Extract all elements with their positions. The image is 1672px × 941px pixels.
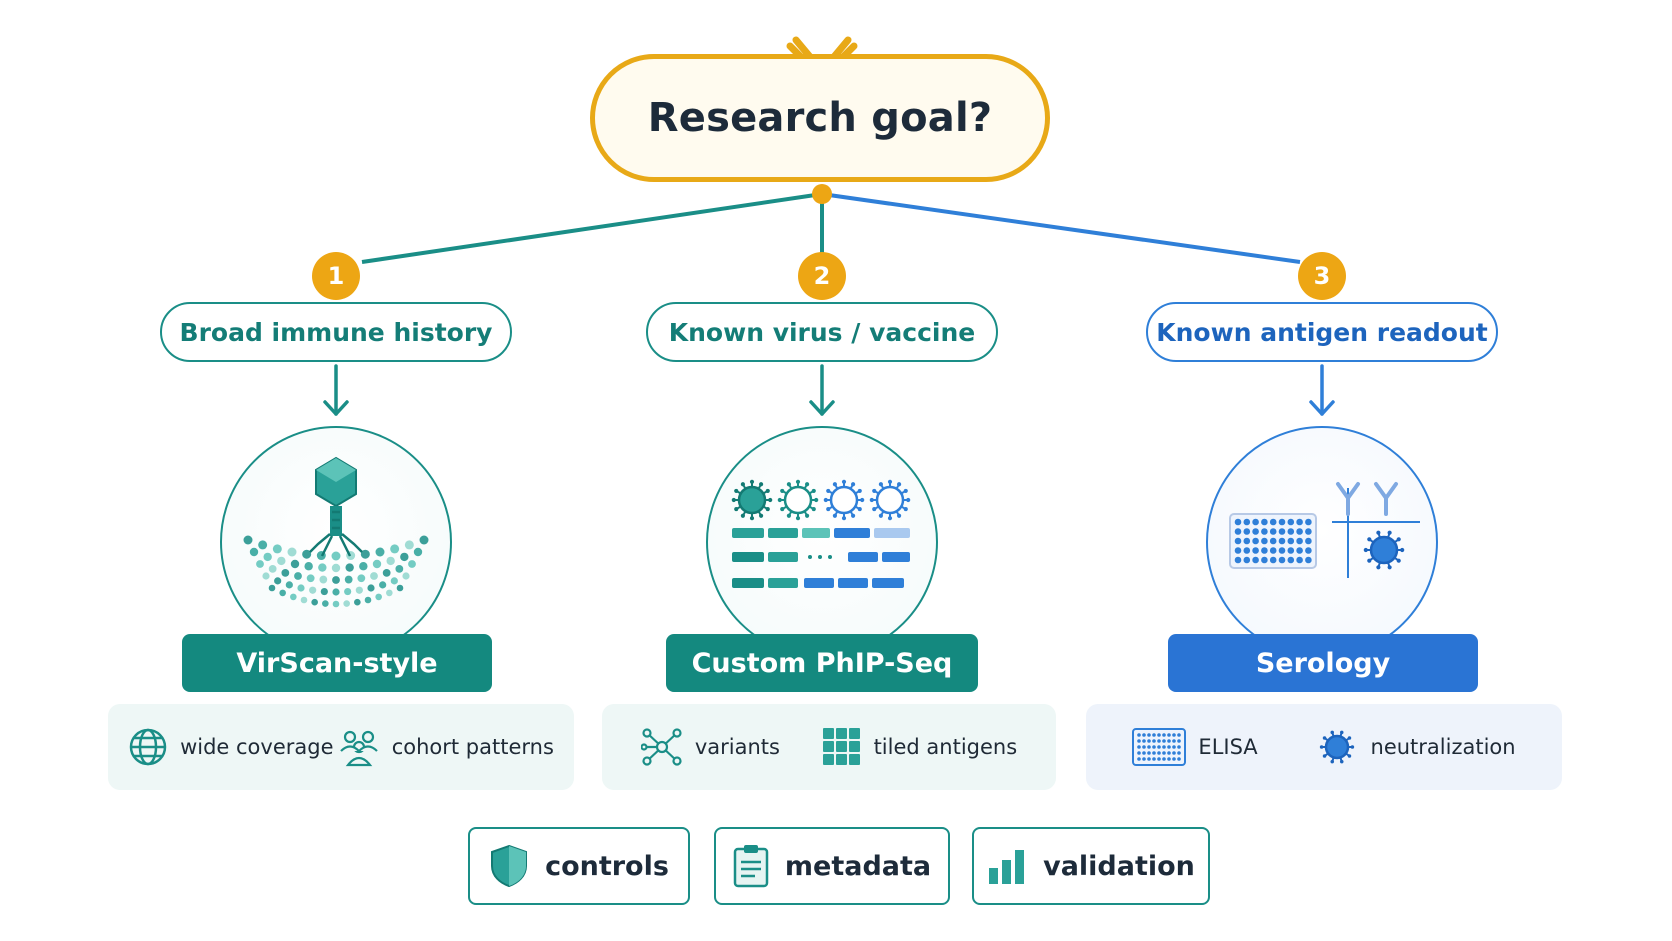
- footer-controls: controls: [468, 827, 690, 905]
- arrow-3: [1309, 364, 1335, 416]
- clipboard-icon: [733, 845, 769, 888]
- virus-peptide-tiles-icon: [731, 479, 911, 588]
- feature-neutralization: neutralization: [1315, 725, 1516, 769]
- arrow-2: [809, 364, 835, 416]
- phage-icon: [243, 456, 429, 608]
- plate-antibody-virus-icon: [1229, 482, 1420, 578]
- feature-label: cohort patterns: [391, 735, 554, 759]
- method-serology: Serology: [1168, 634, 1478, 692]
- feature-elisa: ELISA: [1132, 728, 1258, 766]
- feature-tiled-antigens: tiled antigens: [822, 727, 1018, 767]
- arrow-1: [323, 364, 349, 416]
- step-badge-3: 3: [1298, 252, 1346, 300]
- goal-pill-known-antigen-readout: Known antigen readout: [1146, 302, 1498, 362]
- people-group-icon: [339, 730, 378, 767]
- network-icon: [640, 728, 682, 766]
- serology-illustration: [1206, 426, 1438, 658]
- root-question-label: Research goal?: [647, 95, 993, 141]
- footer-label: metadata: [784, 850, 932, 882]
- root-question-node: Research goal?: [590, 54, 1050, 182]
- feature-label: neutralization: [1370, 735, 1516, 759]
- feature-wide-coverage: wide coverage: [128, 727, 334, 767]
- footer-label: validation: [1043, 850, 1195, 882]
- features-custom-phip-seq: variants tiled antigens: [602, 704, 1056, 790]
- grid-tiles-icon: [822, 728, 860, 765]
- footer-metadata: metadata: [714, 827, 950, 905]
- features-virscan: wide coverage cohort patterns: [108, 704, 574, 790]
- method-custom-phip-seq: Custom PhIP-Seq: [666, 634, 978, 692]
- feature-variants: variants: [640, 727, 780, 767]
- virus-icon: [1319, 730, 1354, 764]
- custom-library-illustration: [706, 426, 938, 658]
- phage-illustration: [220, 426, 452, 658]
- bar-chart-icon: [989, 850, 1025, 884]
- step-badge-1: 1: [312, 252, 360, 300]
- globe-icon: [129, 728, 167, 766]
- shield-icon: [491, 844, 528, 888]
- features-serology: ELISA neutralization: [1086, 704, 1562, 790]
- step-badge-2: 2: [798, 252, 846, 300]
- feature-label: variants: [694, 735, 780, 759]
- feature-label: wide coverage: [180, 735, 334, 759]
- plate-icon: [1132, 728, 1187, 766]
- footer-validation: validation: [972, 827, 1210, 905]
- feature-label: tiled antigens: [873, 735, 1018, 759]
- feature-cohort-patterns: cohort patterns: [338, 727, 554, 767]
- footer-label: controls: [545, 850, 669, 882]
- goal-pill-known-virus-vaccine: Known virus / vaccine: [646, 302, 998, 362]
- feature-label: ELISA: [1198, 735, 1258, 759]
- method-virscan-style: VirScan-style: [182, 634, 492, 692]
- goal-pill-broad-immune-history: Broad immune history: [160, 302, 512, 362]
